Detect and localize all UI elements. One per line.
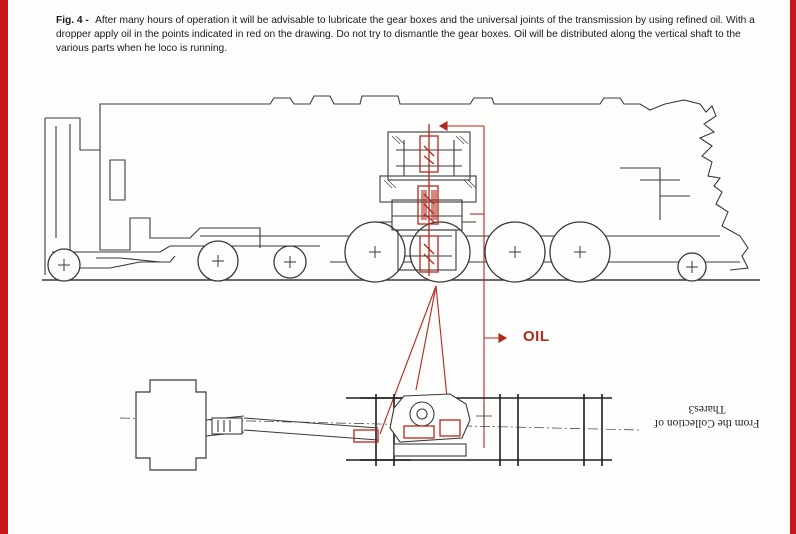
cab-outline <box>55 124 261 251</box>
oil-points-lower <box>353 419 461 443</box>
credit-line-2: Thares3 <box>688 403 726 415</box>
red-border-right <box>790 0 796 534</box>
oil-label: OIL <box>523 328 550 345</box>
cab-window <box>109 159 126 201</box>
gearbox-hatching <box>383 135 477 189</box>
loco-outline <box>44 95 749 275</box>
drive-shaft <box>205 415 379 441</box>
coupler <box>96 257 161 263</box>
frame-plan <box>346 394 612 466</box>
gearbox-plan <box>389 393 471 457</box>
red-border-left <box>0 0 8 534</box>
tender-frame <box>52 245 320 269</box>
firebox-plan <box>135 379 207 471</box>
figure-caption: Fig. 4 - After many hours of operation i… <box>56 14 756 56</box>
driver-wheel-2 <box>409 221 471 283</box>
frame-detail <box>620 167 690 220</box>
collection-credit: From the Collection of Thares3 <box>652 402 762 430</box>
oil-leaders <box>379 121 508 448</box>
credit-line-1: From the Collection of <box>654 417 760 429</box>
caption-text: After many hours of operation it will be… <box>56 15 755 54</box>
figure-number: Fig. 4 - <box>56 15 89 26</box>
